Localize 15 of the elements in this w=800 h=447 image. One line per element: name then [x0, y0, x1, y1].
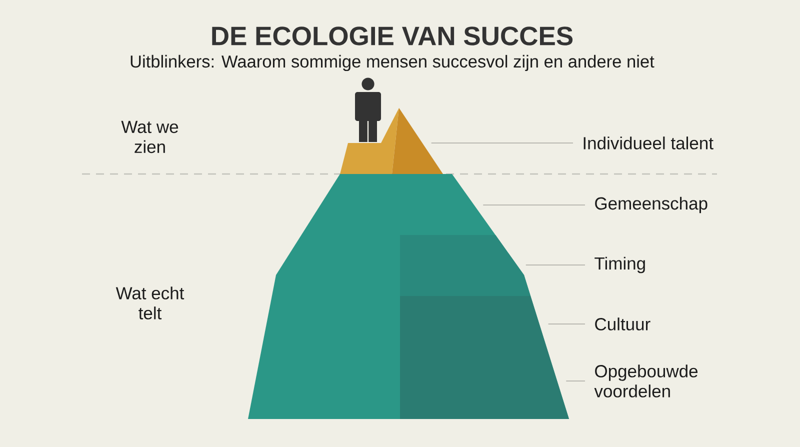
factor-label: Opgebouwde voordelen [594, 364, 698, 398]
leader-line [430, 142, 574, 144]
leader-line [566, 380, 586, 382]
subtitle: Uitblinkers: Waarom sommige mensen succesvol zijn en andere niet [130, 54, 654, 72]
factor-label: Individueel talent [584, 136, 714, 150]
section-label: Wat echt telt [116, 286, 184, 320]
factor-label: Cultuur [595, 318, 650, 330]
title: DE ECOLOGIE VAN SUCCES [212, 26, 573, 46]
section-label: Wat we zien [121, 120, 178, 154]
pyramid-base [248, 174, 569, 419]
factor-label: Gemeenschap [595, 196, 708, 214]
pyramid-tip [340, 108, 443, 174]
leader-line [482, 204, 586, 206]
factor-label: Timing [594, 256, 645, 274]
leader-line [525, 264, 586, 266]
